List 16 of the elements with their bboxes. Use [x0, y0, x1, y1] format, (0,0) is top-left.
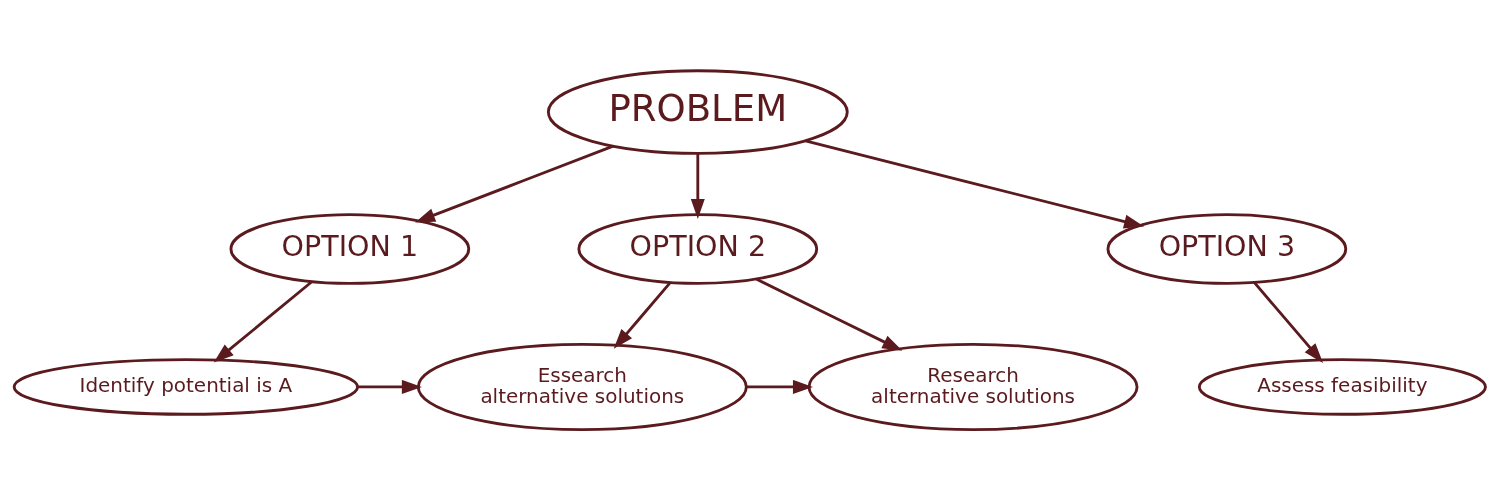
arrow [746, 379, 813, 394]
node-ellipse: Research alternative solutions [807, 342, 1139, 431]
node-ellipse: PROBLEM [546, 68, 849, 155]
arrow [1253, 281, 1324, 363]
arrow [690, 153, 705, 219]
arrow [613, 281, 672, 349]
node-ellipse: Essearch alternative solutions [416, 342, 748, 431]
node-ellipse: OPTION 2 [577, 212, 819, 285]
node-ellipse: OPTION 1 [229, 212, 471, 285]
arrow [357, 379, 422, 394]
arrow [805, 138, 1145, 228]
node-ellipse: Assess feasibility [1197, 357, 1487, 416]
arrow [213, 280, 313, 363]
arrow [755, 277, 903, 351]
node-ellipse: Identify potential is A [12, 357, 359, 416]
arrow [415, 144, 614, 222]
